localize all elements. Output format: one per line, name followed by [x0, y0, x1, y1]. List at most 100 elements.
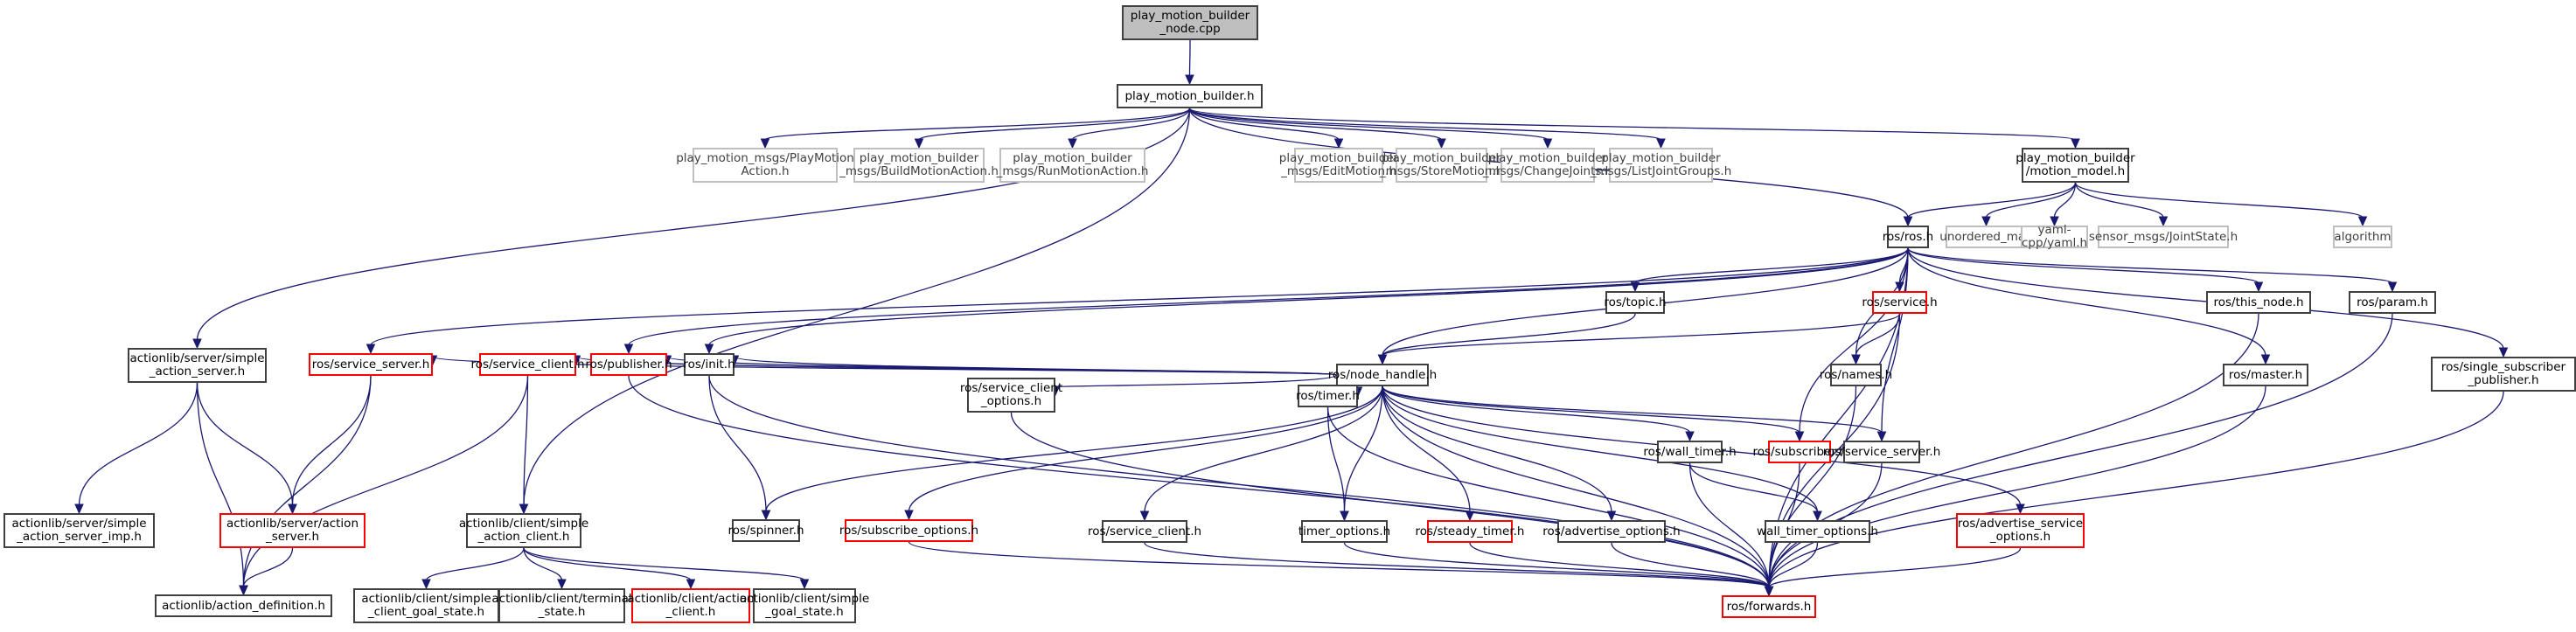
arrowhead-icon — [1185, 74, 1194, 86]
graph-node-param[interactable]: ros/param.h — [2349, 291, 2436, 314]
graph-node-yaml[interactable]: yaml-cpp/yaml.h — [2021, 223, 2088, 250]
graph-node-terminal-state[interactable]: actionlib/client/terminal _state.h — [491, 588, 632, 623]
arrowhead-icon — [799, 579, 810, 590]
edge-node_handle-to-subscriber — [1382, 385, 1800, 434]
arrowhead-icon — [704, 344, 714, 355]
graph-node-pmbm-change[interactable]: play_motion_builder _msgs/ChangeJoints.h — [1483, 148, 1612, 183]
graph-node-publisher[interactable]: ros/publisher.h — [585, 353, 672, 376]
graph-node-jointstate[interactable]: sensor_msgs/JointState.h — [2089, 226, 2238, 248]
edge-node_handle-to-timer_options — [1343, 385, 1383, 513]
edge-init-to-forwards — [708, 375, 1770, 588]
graph-node-single-sub[interactable]: ros/single_subscriber _publisher.h — [2431, 357, 2576, 392]
arrowhead-icon — [1437, 138, 1446, 149]
graph-node-pmbm-build[interactable]: play_motion_builder _msgs/BuildMotionAct… — [839, 148, 999, 183]
arrowhead-icon — [74, 504, 84, 515]
edge-ros_h-to-topic — [1634, 247, 1909, 284]
edge-pmb_h-to-sac — [523, 108, 1191, 506]
edge-ros_h-to-master — [1907, 247, 2266, 357]
graph-node-service-client-r[interactable]: ros/service_client.h — [1088, 520, 1201, 543]
edge-service-to-node_handle — [1382, 313, 1901, 357]
graph-node-sas[interactable]: actionlib/server/simple _action_server.h — [128, 348, 267, 383]
graph-node-algorithm[interactable]: algorithm — [2333, 226, 2392, 248]
graph-node-sub-options[interactable]: ros/subscribe_options.h — [839, 519, 978, 542]
graph-node-pmbm-run[interactable]: play_motion_builder _msgs/RunMotionActio… — [997, 148, 1148, 183]
graph-node-sgs[interactable]: actionlib/client/simple _goal_state.h — [740, 588, 869, 623]
graph-node-subscriber[interactable]: ros/subscriber.h — [1752, 441, 1847, 463]
graph-node-service[interactable]: ros/service.h — [1862, 291, 1938, 314]
graph-node-steady-timer[interactable]: ros/steady_timer.h — [1416, 520, 1524, 543]
graph-node-action-def[interactable]: actionlib/action_definition.h — [155, 594, 332, 617]
graph-node-ros-h[interactable]: ros/ros.h — [1883, 226, 1933, 248]
arrowhead-icon — [192, 338, 202, 350]
graph-node-service-server-r[interactable]: ros/service_server.h — [1823, 441, 1940, 463]
edge-init-to-spinner — [708, 375, 767, 512]
graph-node-scgs[interactable]: actionlib/client/simple _client_goal_sta… — [353, 588, 499, 623]
edge-single_sub-to-forwards — [1768, 391, 2504, 588]
edge-ros_h-to-single_sub — [1907, 247, 2504, 350]
edge-service_client_l-to-sac — [523, 375, 529, 506]
arrowhead-icon — [2016, 504, 2025, 515]
arrowhead-icon — [1685, 431, 1695, 442]
graph-node-action-client[interactable]: actionlib/client/action _client.h — [627, 588, 755, 623]
graph-node-pmbm-list[interactable]: play_motion_builder _msgs/ListJointGroup… — [1591, 148, 1731, 183]
graph-node-wt-options[interactable]: wall_timer_options.h — [1757, 520, 1878, 543]
graph-node-timer[interactable]: ros/timer.h — [1296, 385, 1360, 407]
edge-motion_model-to-jointstate — [2074, 182, 2164, 219]
arrowhead-icon — [1340, 510, 1349, 522]
graph-node-adv-srv-options[interactable]: ros/advertise_service _options.h — [1956, 513, 2085, 548]
edge-timer_options-to-forwards — [1343, 542, 1770, 588]
graph-node-root[interactable]: play_motion_builder _node.cpp — [1122, 5, 1258, 40]
edge-sas-to-action_def — [196, 382, 245, 587]
graph-node-adv-options[interactable]: ros/advertise_options.h — [1542, 520, 1681, 543]
edge-pmb_h-to-motion_model — [1188, 108, 2077, 141]
edge-wall_timer-to-wt_options — [1688, 462, 1819, 513]
arrowhead-icon — [1542, 138, 1553, 149]
arrowhead-icon — [1139, 510, 1150, 522]
arrowhead-icon — [2498, 347, 2509, 358]
graph-node-topic[interactable]: ros/topic.h — [1604, 291, 1667, 314]
graph-node-names[interactable]: ros/names.h — [1820, 364, 1892, 386]
graph-node-forwards[interactable]: ros/forwards.h — [1722, 595, 1816, 618]
edge-node_handle-to-forwards — [1382, 385, 1770, 588]
graph-node-sc-options[interactable]: ros/service_client _options.h — [960, 378, 1062, 413]
edge-motion_model-to-unordered_map — [1985, 182, 2077, 219]
edge-sas-to-action_server — [196, 382, 294, 506]
graph-node-node-handle[interactable]: ros/node_handle.h — [1328, 364, 1437, 386]
edge-ros_h-to-service_server_r — [1881, 247, 1909, 434]
edge-service_client_r-to-forwards — [1144, 542, 1770, 588]
graph-node-timer-options[interactable]: timer_options.h — [1298, 520, 1390, 543]
graph-node-spinner[interactable]: ros/spinner.h — [728, 519, 804, 542]
graph-node-pmb-h[interactable]: play_motion_builder.h — [1117, 84, 1263, 108]
graph-node-pmbm-store[interactable]: play_motion_builder _msgs/StoreMotion.h — [1380, 148, 1503, 183]
edge-node_handle-to-adv_options — [1382, 385, 1612, 513]
edge-node_handle-to-service_client_r — [1144, 385, 1383, 513]
graph-node-motion-model[interactable]: play_motion_builder /motion_model.h — [2016, 148, 2135, 183]
arrowhead-icon — [2260, 354, 2271, 365]
graph-node-sas-imp[interactable]: actionlib/server/simple _action_server_i… — [3, 513, 155, 548]
edge-publisher-to-forwards — [628, 375, 1770, 588]
edge-wt_options-to-forwards — [1768, 542, 1819, 588]
graph-node-init[interactable]: ros/init.h — [683, 353, 735, 376]
graph-node-pmbm-edit[interactable]: play_motion_builder _msgs/EditMotion.h — [1279, 148, 1398, 183]
edge-ros_h-to-this_node — [1907, 247, 2259, 284]
graph-node-service-server-l[interactable]: ros/service_server.h — [309, 353, 433, 376]
arrowhead-icon — [1764, 586, 1774, 597]
graph-node-action-server[interactable]: actionlib/server/action _server.h — [219, 513, 366, 548]
arrowhead-icon — [1377, 354, 1388, 365]
graph-node-unordered-map[interactable]: unordered_map — [1939, 226, 2033, 248]
graph-node-sac[interactable]: actionlib/client/simple _action_client.h — [459, 513, 588, 548]
arrowhead-icon — [2158, 216, 2169, 227]
edge-service_server_l-to-action_server — [291, 375, 372, 506]
graph-node-wall-timer[interactable]: ros/wall_timer.h — [1643, 441, 1737, 463]
graph-node-service-client-l[interactable]: ros/service_client.h — [470, 353, 585, 376]
graph-node-this-node[interactable]: ros/this_node.h — [2206, 291, 2311, 314]
edge-pmb_h-to-pmm_play — [764, 108, 1191, 141]
graph-node-pmm-play[interactable]: play_motion_msgs/PlayMotion Action.h — [676, 148, 854, 183]
edge-timer-to-timer_options — [1326, 406, 1346, 513]
edge-sac-to-action_client — [523, 547, 692, 581]
edge-pmb_h-to-pmbm_list — [1188, 108, 1662, 141]
arrowhead-icon — [2253, 281, 2264, 293]
graph-node-master[interactable]: ros/master.h — [2223, 364, 2308, 386]
edge-node_handle-to-sub_options — [908, 385, 1383, 512]
